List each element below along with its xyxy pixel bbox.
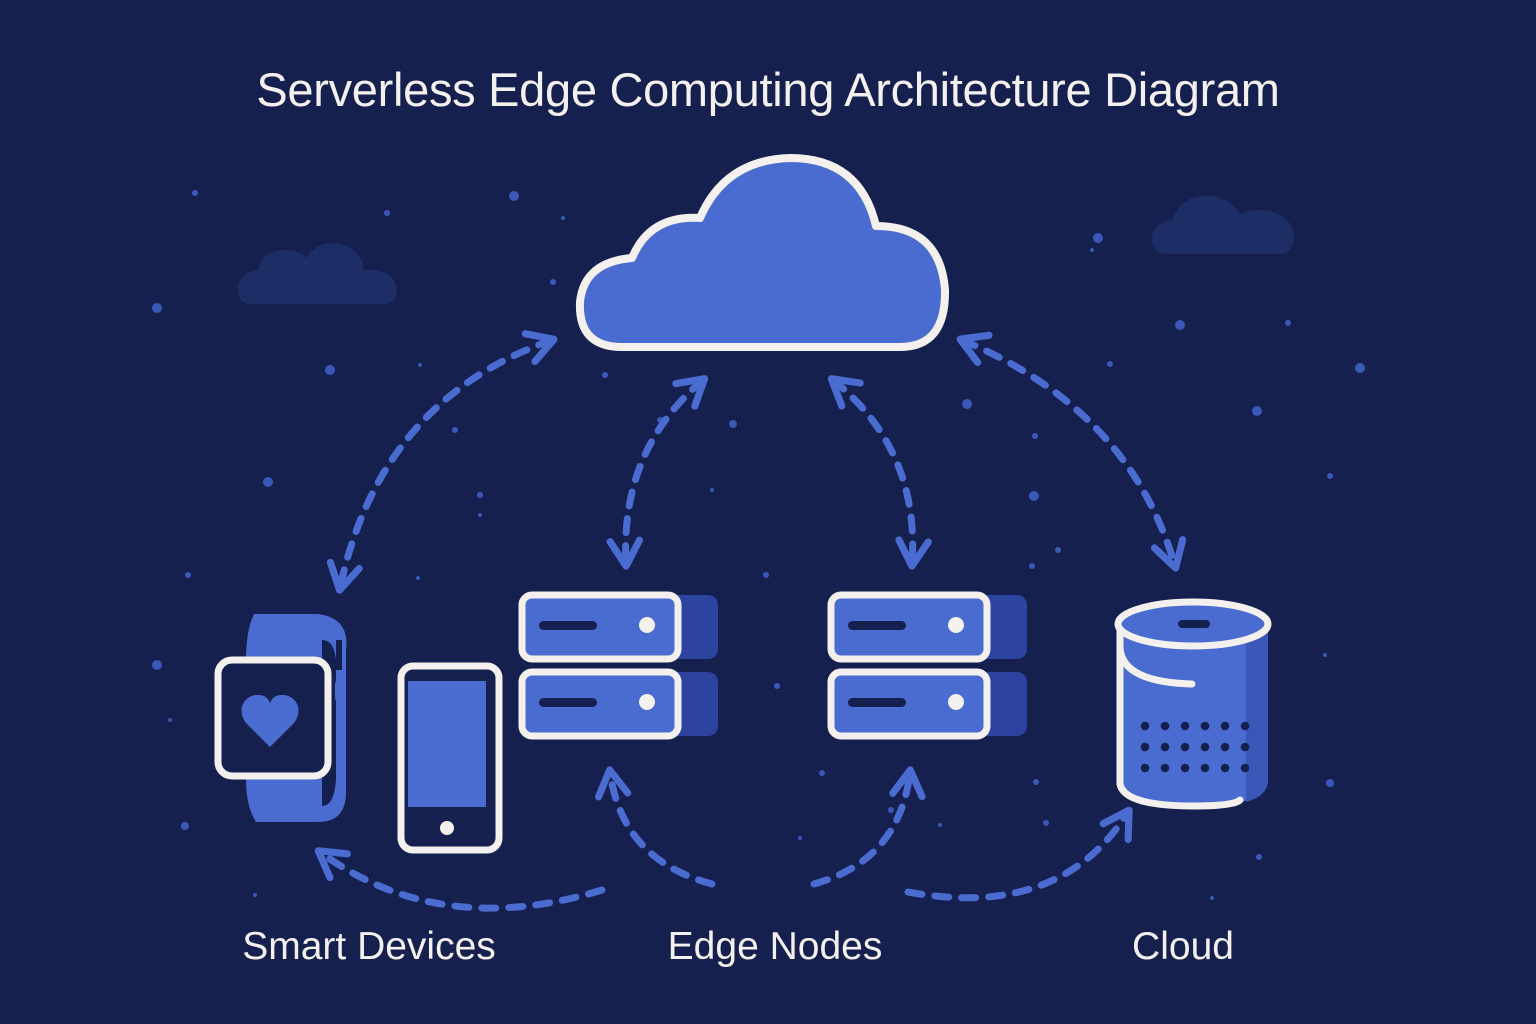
grill-hole [1200, 742, 1210, 752]
background-dot [1210, 896, 1214, 900]
server-unit [827, 668, 991, 740]
grill-hole [1180, 742, 1190, 752]
speaker-grill [1140, 721, 1250, 773]
background-dot [1107, 361, 1113, 367]
drive-slot [539, 621, 597, 630]
background-dot [253, 893, 257, 897]
background-dot [550, 279, 556, 285]
background-dot [1323, 653, 1327, 657]
grill-hole [1140, 742, 1150, 752]
background-cloud-icon [238, 243, 397, 304]
background-dot [1256, 854, 1262, 860]
smart-speaker-icon[interactable] [1114, 598, 1272, 810]
grill-hole [1220, 763, 1230, 773]
background-dot [1285, 320, 1291, 326]
background-dot [477, 492, 483, 498]
status-light [948, 694, 964, 710]
connection-edge2-up [810, 766, 926, 888]
group-label-edge-nodes: Edge Nodes [667, 925, 883, 968]
background-dot [1033, 779, 1039, 785]
connection-edge-devices [314, 847, 606, 912]
connection-cloud-edge-1 [606, 375, 709, 570]
drive-slot [848, 698, 906, 707]
grill-hole [1200, 721, 1210, 731]
background-cloud-icon [1152, 195, 1295, 254]
smartphone-icon[interactable] [397, 662, 503, 854]
background-dot [384, 210, 390, 216]
server-unit [827, 591, 991, 663]
background-dot [1175, 320, 1185, 330]
grill-hole [1240, 763, 1250, 773]
background-dot [325, 365, 335, 375]
drive-slot [539, 698, 597, 707]
status-light [639, 617, 655, 633]
background-dot [888, 807, 894, 813]
background-dot [416, 576, 420, 580]
background-dot [1029, 491, 1039, 501]
connection-edge-speaker [904, 806, 1133, 902]
drive-slot [848, 621, 906, 630]
grill-hole [1240, 742, 1250, 752]
diagram-title: Serverless Edge Computing Architecture D… [256, 63, 1280, 116]
group-label-smart-devices: Smart Devices [242, 925, 496, 968]
background-dot [452, 427, 458, 433]
smartwatch-icon[interactable] [214, 614, 347, 822]
connection-cloud-edge-2 [827, 375, 932, 570]
server-stack-icon[interactable] [827, 591, 1027, 740]
heart-icon [241, 694, 299, 747]
background-dot [1043, 820, 1049, 826]
grill-hole [1220, 742, 1230, 752]
grill-hole [1200, 763, 1210, 773]
background-dot [819, 770, 825, 776]
background-dot [1355, 363, 1365, 373]
background-dot [1326, 779, 1334, 787]
status-light [948, 617, 964, 633]
background-dot [938, 823, 942, 827]
background-dot [1252, 406, 1262, 416]
grill-hole [1180, 763, 1190, 773]
background-dot [168, 718, 172, 722]
server-unit [518, 668, 682, 740]
background-dot [774, 683, 780, 689]
background-dot [1327, 473, 1333, 479]
background-dot [263, 477, 273, 487]
connection-edge2-edge1 [594, 766, 716, 888]
background-dot [561, 216, 565, 220]
background-dot [729, 420, 737, 428]
server-unit [518, 591, 682, 663]
background-dot [152, 303, 162, 313]
background-dot [1029, 563, 1035, 569]
connection-cloud-speaker [956, 331, 1187, 572]
server-stack-icon[interactable] [518, 591, 718, 740]
background-dot [1090, 248, 1094, 252]
background-dot [152, 660, 162, 670]
grill-hole [1160, 742, 1170, 752]
grill-hole [1140, 721, 1150, 731]
grill-hole [1240, 721, 1250, 731]
background-dot [962, 399, 972, 409]
background-dot [418, 363, 422, 367]
background-dot [710, 488, 714, 492]
background-dot [478, 513, 482, 517]
cloud-icon[interactable] [575, 154, 950, 351]
background-dot [763, 572, 769, 578]
background-dot [1032, 433, 1038, 439]
grill-hole [1180, 721, 1190, 731]
grill-hole [1160, 721, 1170, 731]
background-dot [192, 190, 198, 196]
background-dot [1055, 547, 1061, 553]
background-dot [185, 572, 191, 578]
grill-hole [1220, 721, 1230, 731]
grill-hole [1160, 763, 1170, 773]
background-dot [602, 372, 608, 378]
connection-cloud-devices [326, 330, 558, 594]
background-dot [181, 822, 189, 830]
background-dot [1093, 233, 1103, 243]
background-dot [798, 836, 802, 840]
background-dot [509, 191, 519, 201]
group-label-cloud: Cloud [1132, 925, 1234, 968]
grill-hole [1140, 763, 1150, 773]
status-light [639, 694, 655, 710]
